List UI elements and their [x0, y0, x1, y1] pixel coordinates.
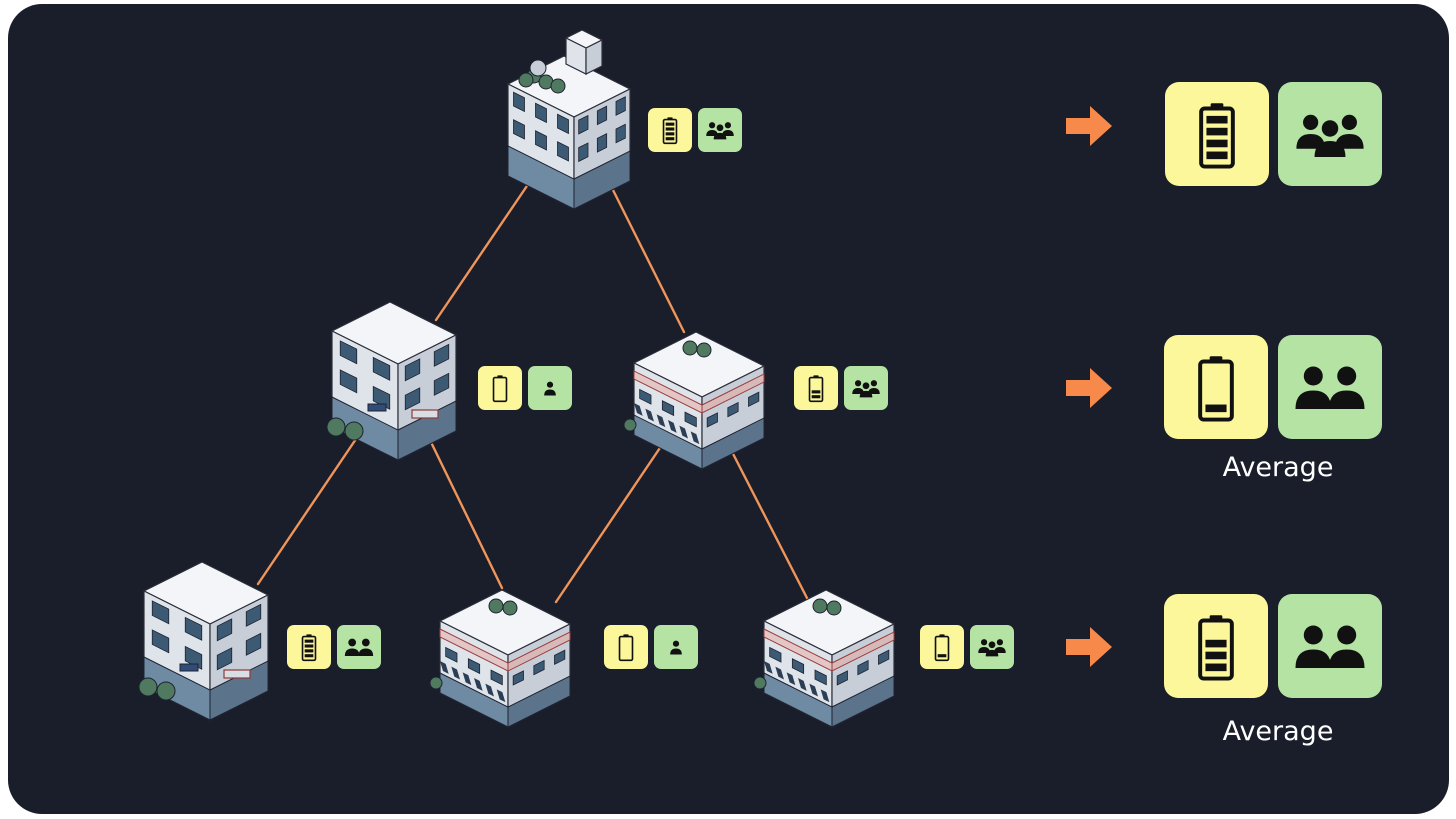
battery-low-icon [924, 629, 960, 665]
arrow-right-icon [1066, 627, 1112, 667]
node-bottom-right-people-badge [970, 625, 1014, 669]
node-root-battery-badge [648, 108, 692, 152]
battery-full-icon [1173, 90, 1261, 178]
battery-half-icon [798, 370, 834, 406]
edge-root-to-mid-right [608, 182, 686, 334]
office-building-bottom-left-icon [138, 561, 270, 721]
battery-full-icon [652, 112, 688, 148]
arrow-right-icon [1066, 368, 1112, 408]
node-mid-right-people-badge [844, 366, 888, 410]
edge-mid-right-to-bottom-center [554, 434, 670, 604]
people-group-of-three-icon [848, 370, 884, 406]
result-level-2-people-badge [1278, 335, 1382, 439]
node-bottom-right-battery-badge [920, 625, 964, 669]
people-group-of-three-icon [1286, 90, 1374, 178]
node-mid-left-battery-badge [478, 366, 522, 410]
arrow-right-icon [1066, 106, 1112, 146]
result-level-3-battery-badge [1164, 594, 1268, 698]
edge-root-to-mid-left [434, 178, 533, 322]
battery-low-icon [1172, 343, 1260, 431]
result-level-2-battery-badge [1164, 335, 1268, 439]
result-label-level-2: Average [1222, 452, 1334, 483]
people-pair-icon [341, 629, 377, 665]
battery-empty-icon [482, 370, 518, 406]
tree-diagram [138, 29, 1112, 728]
corner-shop-bottom-right-icon [753, 589, 896, 728]
office-building-mid-left-icon [326, 301, 458, 461]
edge-mid-left-to-bottom-center [426, 434, 504, 590]
people-group-of-three-icon [974, 629, 1010, 665]
node-mid-left-people-badge [528, 366, 572, 410]
result-level-1-battery-badge [1165, 82, 1269, 186]
node-bottom-left-battery-badge [287, 625, 331, 669]
people-pair-icon [1286, 602, 1374, 690]
node-bottom-left-people-badge [337, 625, 381, 669]
result-label-level-3: Average [1222, 716, 1334, 747]
edge-mid-right-to-bottom-right [726, 442, 810, 602]
battery-full-icon [291, 629, 327, 665]
node-bottom-center-people-badge [654, 625, 698, 669]
corner-shop-bottom-center-icon [429, 589, 572, 728]
node-bottom-center-battery-badge [604, 625, 648, 669]
edge-mid-left-to-bottom-left [256, 434, 360, 586]
result-level-1-people-badge [1278, 82, 1382, 186]
people-pair-icon [1286, 343, 1374, 431]
people-single-person-icon [532, 370, 568, 406]
node-mid-right-battery-badge [794, 366, 838, 410]
tall-building-root-icon [506, 29, 632, 210]
corner-shop-mid-right-icon [623, 331, 766, 470]
people-single-person-icon [658, 629, 694, 665]
battery-empty-icon [608, 629, 644, 665]
node-root-people-badge [698, 108, 742, 152]
people-group-of-three-icon [702, 112, 738, 148]
diagram-panel: Average Average [8, 4, 1449, 814]
battery-high-icon [1172, 602, 1260, 690]
result-level-3-people-badge [1278, 594, 1382, 698]
